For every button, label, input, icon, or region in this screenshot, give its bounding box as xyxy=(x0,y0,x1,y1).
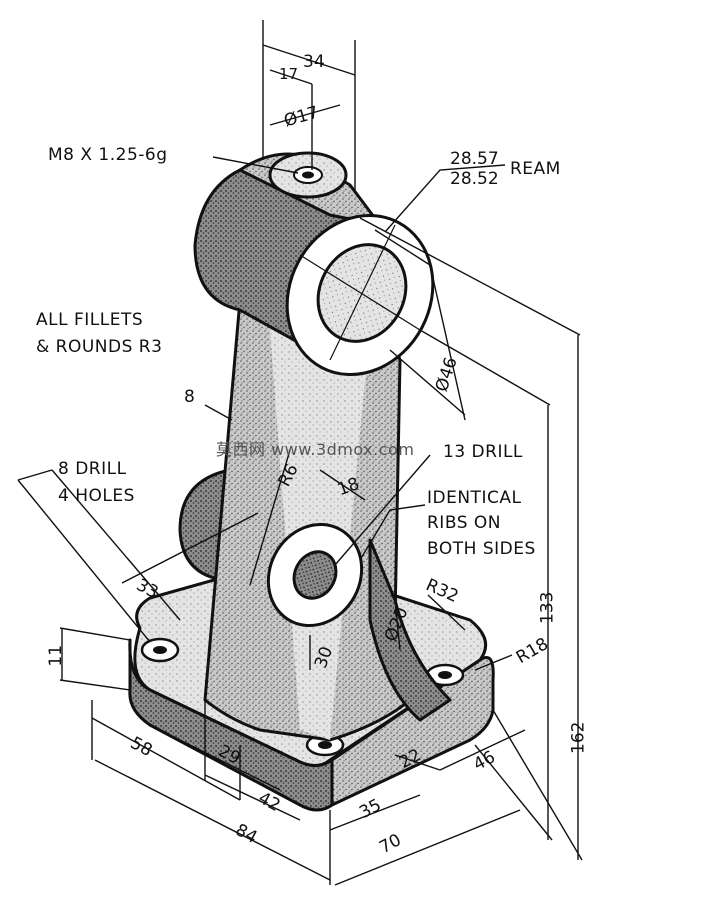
reamed-bore-face xyxy=(285,213,435,377)
dim-8: 8 xyxy=(184,387,195,407)
base-hole-left xyxy=(140,637,180,663)
drill13-callout: 13 DRILL xyxy=(443,442,523,462)
ream-label: REAM xyxy=(510,159,561,179)
ribs-note-line1: IDENTICAL xyxy=(427,488,522,508)
ribs-note-line3: BOTH SIDES xyxy=(427,539,536,559)
thread-callout: M8 X 1.25-6g xyxy=(48,145,168,165)
ream-lower-limit: 28.52 xyxy=(450,169,499,189)
lower-front-boss xyxy=(266,522,364,628)
dim-133: 133 xyxy=(537,591,558,624)
dim-17: 17 xyxy=(279,65,299,83)
dim-162: 162 xyxy=(568,721,589,754)
watermark: 莫西网 www.3dmox.com xyxy=(216,440,415,459)
dim-11: 11 xyxy=(46,644,67,667)
ream-upper-limit: 28.57 xyxy=(450,149,499,169)
fillets-note-line2: & ROUNDS R3 xyxy=(36,337,163,357)
drill8-line1: 8 DRILL xyxy=(58,459,127,479)
fillets-note-line1: ALL FILLETS xyxy=(36,310,144,330)
dim-34: 34 xyxy=(303,52,325,72)
drill8-line2: 4 HOLES xyxy=(58,486,135,506)
ribs-note-line2: RIBS ON xyxy=(427,513,501,533)
dimension-lines xyxy=(17,20,583,886)
